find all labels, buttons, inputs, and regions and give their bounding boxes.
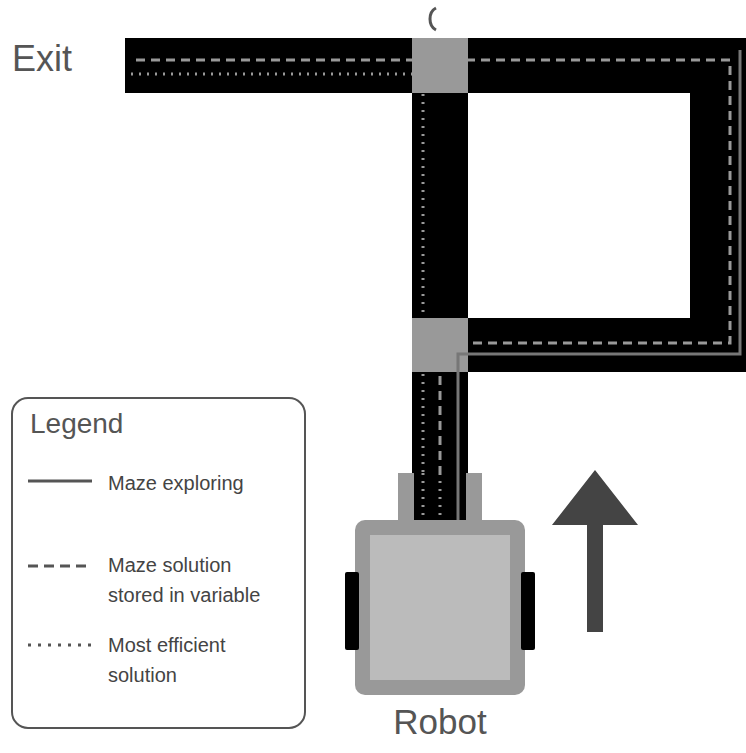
legend-text: Maze exploring [108,468,288,498]
legend-text: Most efficient solution [108,630,288,690]
legend-text: Maze solution stored in variable [108,550,288,610]
legend-title: Legend [30,408,123,440]
exit-label: Exit [12,38,72,80]
robot-label: Robot [340,700,540,744]
robot-body [340,468,540,698]
robot: Robot [340,468,540,748]
